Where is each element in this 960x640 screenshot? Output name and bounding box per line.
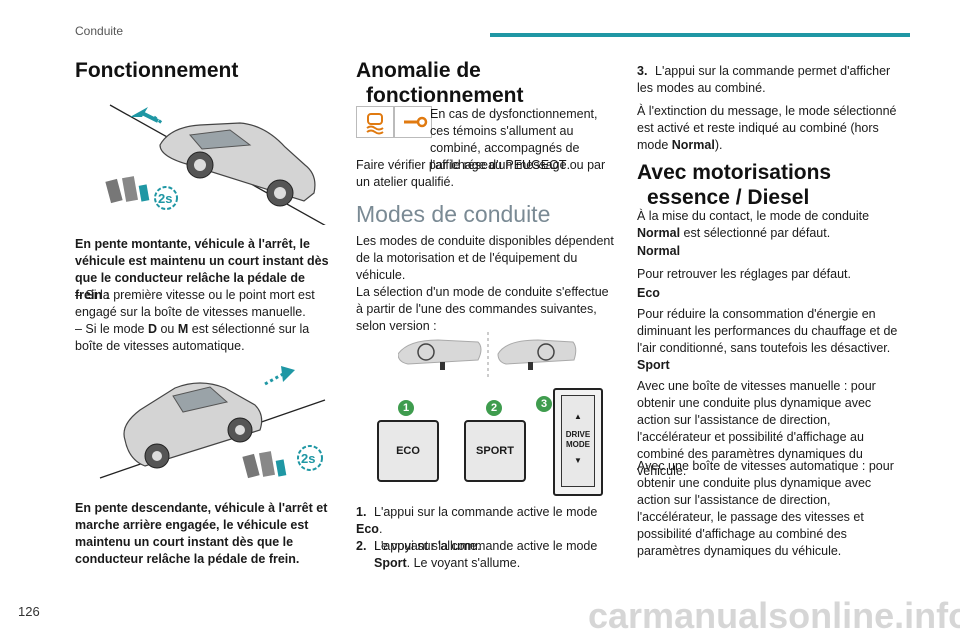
- list-item-3: 3.L'appui sur la commande permet d'affic…: [637, 64, 891, 95]
- downhill-car-illustration: 2s: [95, 360, 330, 485]
- mode-normal-text: Pour retrouver les réglages par défaut.: [637, 267, 852, 281]
- eco-button[interactable]: ECO: [377, 420, 439, 482]
- header-accent-bar: [490, 33, 910, 37]
- section-title-motorisations: Avec motorisations essence / Diesel: [637, 161, 832, 209]
- section-title-modes: Modes de conduite: [356, 201, 551, 227]
- list-item-1: 1.L'appui sur la commande active le mode…: [356, 505, 598, 553]
- uphill-paragraph: En pente montante, véhicule à l'arrêt, l…: [75, 237, 329, 302]
- page-number: 126: [18, 604, 40, 619]
- mode-eco-title: Eco: [637, 286, 660, 300]
- extinction-text: À l'extinction du message, le mode sélec…: [637, 104, 897, 152]
- modes-text-2: La sélection d'un mode de conduite s'eff…: [356, 285, 609, 333]
- direction-arrow-icon: [264, 366, 295, 386]
- downhill-paragraph: En pente descendante, véhicule à l'arrêt…: [75, 501, 328, 566]
- mode-sport-text-auto: Avec une boîte de vitesses automatique :…: [637, 459, 894, 558]
- callout-2: 2: [486, 400, 502, 416]
- drive-mode-switch[interactable]: ▲ DRIVE MODE ▼: [553, 388, 603, 496]
- up-arrow-icon: ▲: [574, 412, 582, 421]
- section-title-fonctionnement: Fonctionnement: [75, 59, 239, 82]
- uphill-item-auto: – Si le mode D ou M est sélectionné sur …: [75, 322, 310, 353]
- steering-wheel-icon: [537, 343, 555, 361]
- callout-1: 1: [398, 400, 414, 416]
- stability-warning-icon: [356, 106, 394, 138]
- uphill-item-manual: – Si la première vitesse ou le point mor…: [75, 288, 315, 319]
- mode-sport-text-manual: Avec une boîte de vitesses manuelle : po…: [637, 379, 876, 478]
- mode-eco-text: Pour réduire la consommation d'énergie e…: [637, 307, 898, 355]
- watermark: carmanualsonline.info: [588, 595, 960, 636]
- pedal-icon: [105, 176, 150, 204]
- motorisation-intro: À la mise du contact, le mode de conduit…: [637, 209, 870, 240]
- modes-text-1: Les modes de conduite disponibles dépend…: [356, 234, 614, 282]
- mode-sport-title: Sport: [637, 358, 670, 372]
- timer-2s-icon: [297, 445, 323, 471]
- pedal-icon: [242, 451, 287, 479]
- timer-2s-icon: [154, 186, 178, 210]
- sport-button[interactable]: SPORT: [464, 420, 526, 482]
- anomaly-text: En cas de dysfonctionnement, ces témoins…: [430, 107, 598, 172]
- down-arrow-icon: ▼: [574, 456, 582, 465]
- callout-3: 3: [536, 396, 552, 412]
- dashboard-controls-illustration: [398, 332, 577, 377]
- anomaly-text-2: Faire vérifier par le réseau PEUGEOT ou …: [356, 158, 606, 189]
- timer-badge: 2s: [301, 451, 315, 466]
- mode-normal-title: Normal: [637, 244, 681, 258]
- direction-arrow-icon: [130, 107, 163, 125]
- section-header: Conduite: [75, 24, 124, 38]
- timer-badge: 2s: [158, 191, 172, 206]
- list-item-2: 2.L'appui sur la commande active le mode…: [356, 539, 598, 570]
- uphill-car-illustration: 2s: [90, 85, 330, 225]
- wrench-warning-icon: [394, 106, 432, 138]
- warning-lamps: [356, 106, 432, 142]
- section-title-anomalie: Anomalie de fonctionnement: [356, 59, 524, 107]
- steering-wheel-icon: [417, 343, 435, 361]
